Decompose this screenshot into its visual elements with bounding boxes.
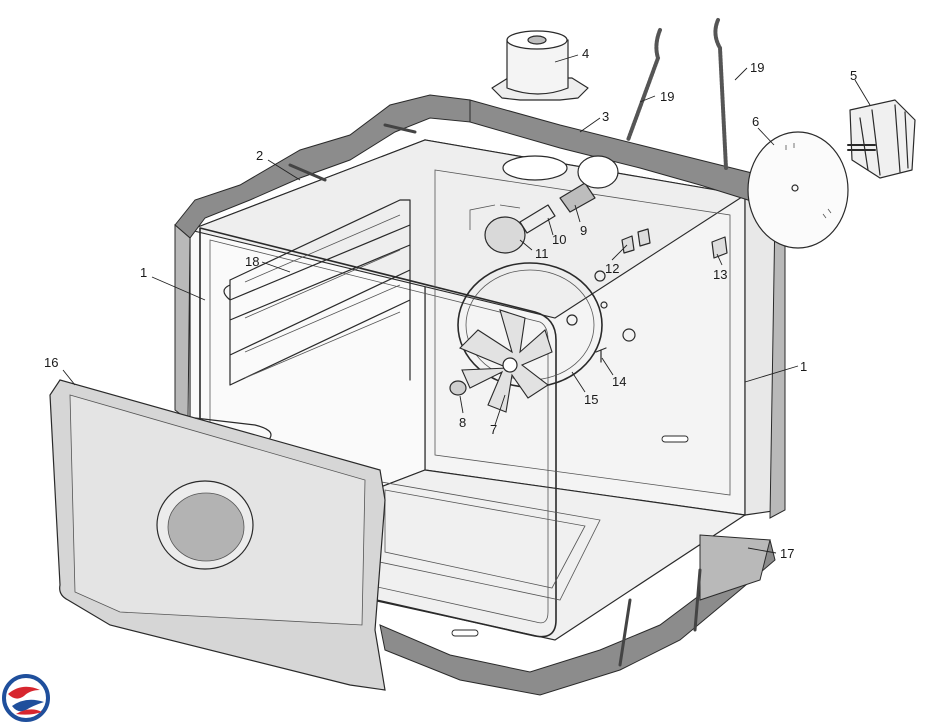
logo-swirl-red <box>8 686 40 699</box>
callout-15: 15 <box>584 392 598 407</box>
leader-line <box>744 365 799 383</box>
cavity-front-frame-inner <box>209 239 549 624</box>
callout-12: 12 <box>605 261 619 276</box>
plate-hole <box>791 184 799 192</box>
leader-line <box>554 54 579 63</box>
callout-3: 3 <box>602 109 609 124</box>
callout-17: 17 <box>780 546 794 561</box>
shelf-runner-left <box>223 199 411 386</box>
leader-line <box>267 159 301 181</box>
leader-line <box>261 261 291 273</box>
callout-19-right: 19 <box>750 60 764 75</box>
oven-lamp-assembly <box>469 155 619 254</box>
callout-18: 18 <box>245 254 259 269</box>
front-door-panel <box>49 379 386 691</box>
fan-motor-shaft <box>847 144 876 151</box>
callout-9: 9 <box>580 223 587 238</box>
fan-motor-port <box>622 328 636 342</box>
lamp-bracket <box>469 204 521 230</box>
floor-slot <box>451 629 479 637</box>
fan-motor-port <box>594 270 606 282</box>
shelf-runners <box>223 199 411 386</box>
flue-outlet <box>491 30 589 181</box>
callout-14: 14 <box>612 374 626 389</box>
logo-swirl-red-lower <box>16 709 42 715</box>
element-bracket <box>711 236 728 259</box>
plate-slot <box>785 143 832 219</box>
door-vent-grille-inner <box>167 492 245 562</box>
fan-hub <box>502 357 518 373</box>
callout-16: 16 <box>44 355 58 370</box>
leader-line <box>574 204 581 223</box>
leader-line <box>519 239 533 251</box>
callout-4: 4 <box>582 46 589 61</box>
lamp-port <box>577 155 619 189</box>
callout-1-left: 1 <box>140 265 147 280</box>
leader-line <box>639 95 656 103</box>
leader-line <box>494 394 506 426</box>
floor-recess-inner <box>384 489 586 589</box>
heating-coils <box>626 18 728 170</box>
callout-7: 7 <box>490 422 497 437</box>
clips-and-screws <box>566 228 728 363</box>
insulation-strap <box>693 568 702 632</box>
callout-1-right: 1 <box>800 359 807 374</box>
fan-nut-shape <box>449 380 467 396</box>
fan-motor-port <box>566 314 578 326</box>
leader-line <box>611 244 628 261</box>
lamp-bulb <box>559 182 596 213</box>
shelf-runner-rungs <box>244 214 401 379</box>
flue-tube <box>506 39 569 95</box>
fixing-screw <box>595 347 607 363</box>
insulation-strap <box>288 163 327 182</box>
insulation-left-side <box>174 223 191 422</box>
callout-10: 10 <box>552 232 566 247</box>
fan-nut <box>449 380 467 396</box>
heating-coil-left <box>626 28 662 142</box>
leader-line <box>747 547 777 554</box>
leader-line <box>757 127 775 146</box>
callout-19-left: 19 <box>660 89 674 104</box>
leader-line <box>601 357 614 376</box>
fan-motor <box>847 99 916 179</box>
callout-5: 5 <box>850 68 857 83</box>
leader-line <box>571 371 586 393</box>
callout-11: 11 <box>535 246 549 261</box>
lamp-holder <box>519 204 556 234</box>
back-wall-slot <box>661 435 689 443</box>
heating-coil-right <box>713 18 728 170</box>
callout-8: 8 <box>459 415 466 430</box>
cavity-front-frame <box>199 227 557 638</box>
insulation-strap <box>383 123 417 134</box>
fan-motor-plate <box>747 131 849 249</box>
door-top-lip <box>194 417 272 439</box>
callout-2: 2 <box>256 148 263 163</box>
insulation-wraps <box>174 94 786 696</box>
leader-line <box>716 253 723 266</box>
flue-tube-hole <box>527 35 547 45</box>
fan-motor-plate-disc <box>747 131 849 249</box>
callout-6: 6 <box>752 114 759 129</box>
leader-line <box>151 276 206 301</box>
back-wall-panel-line <box>434 169 731 496</box>
brand-swirl-logo-icon <box>2 674 50 722</box>
insulation-strap <box>618 598 632 667</box>
leader-line <box>547 217 554 236</box>
callout-13: 13 <box>713 267 727 282</box>
leader-line <box>459 395 464 414</box>
leader-line <box>62 369 76 386</box>
callout-labels: 1 1 2 3 4 5 6 7 8 9 10 11 12 13 14 15 16… <box>44 46 857 561</box>
leader-line <box>579 117 601 133</box>
fan-blade <box>459 309 553 413</box>
fan-motor-port <box>600 301 608 309</box>
leader-lines <box>62 54 871 554</box>
leader-line <box>734 67 748 81</box>
logo-ring <box>2 674 50 722</box>
logo-swirl-blue <box>12 699 44 712</box>
flue-cavity-hole <box>502 155 568 181</box>
lamp-cover-glass <box>484 216 526 254</box>
leader-line <box>854 79 871 106</box>
